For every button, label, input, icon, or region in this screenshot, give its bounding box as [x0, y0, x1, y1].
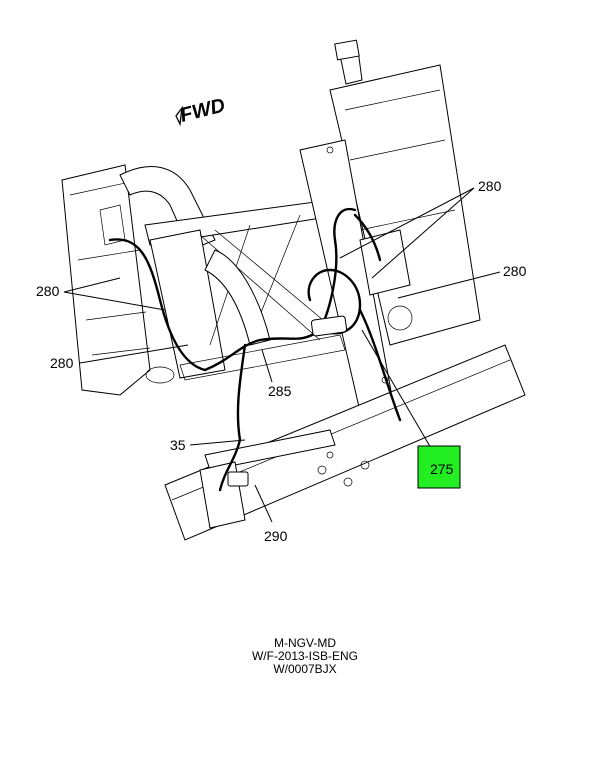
callout-35: 35 — [170, 437, 186, 453]
right-module-assembly — [299, 39, 481, 456]
callout-290: 290 — [264, 528, 288, 544]
caption-line-1: M-NGV-MD — [274, 636, 336, 650]
fwd-label: FWD — [178, 94, 228, 126]
callout-285: 285 — [268, 383, 292, 399]
forward-arrow-icon — [175, 105, 183, 127]
callout-280-right: 280 — [503, 263, 527, 279]
callout-leaders — [63, 187, 501, 523]
callout-280-lower-left: 280 — [50, 355, 74, 371]
callout-280-top-right: 280 — [478, 178, 502, 194]
lower-frame-rail — [164, 344, 526, 541]
caption-line-3: W/0007BJX — [273, 662, 337, 676]
callout-280-left: 280 — [36, 283, 60, 299]
engine-mounting-frame — [144, 199, 346, 381]
callout-275: 275 — [430, 461, 454, 477]
caption-block: M-NGV-MD W/F-2013-ISB-ENG W/0007BJX — [190, 637, 420, 676]
forward-direction-indicator: FWD — [175, 94, 228, 127]
caption-line-2: W/F-2013-ISB-ENG — [251, 649, 359, 663]
highlight-box — [417, 445, 461, 489]
wiring-harness — [108, 207, 402, 492]
callout-275-highlight[interactable]: 275 — [417, 445, 461, 489]
